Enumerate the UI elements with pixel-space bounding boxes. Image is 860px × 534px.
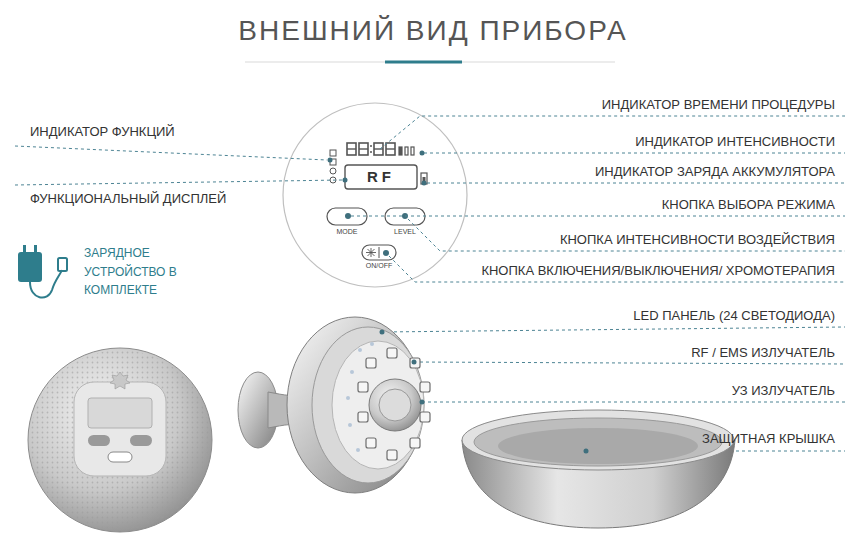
time-digits <box>347 143 395 155</box>
snow-icon <box>366 248 376 257</box>
callout-label: УЗ ИЗЛУЧАТЕЛЬ <box>732 383 835 399</box>
callout-label: КНОПКА ВЫБОРА РЕЖИМА <box>662 197 835 213</box>
zoom-circle <box>283 103 467 287</box>
display-frame <box>345 165 417 189</box>
callout-label: ЗАЩИТНАЯ КРЫШКА <box>702 431 835 447</box>
intensity-bars <box>399 147 414 155</box>
callout-dot <box>345 213 351 219</box>
callout-label: ИНДИКАТОР ЗАРЯДА АККУМУЛЯТОРА <box>595 164 835 180</box>
callout-label: LED ПАНЕЛЬ (24 СВЕТОДИОДА) <box>633 308 835 324</box>
onoff-divider <box>379 247 380 258</box>
button-label: LEVEL <box>385 228 425 236</box>
callout-dot <box>343 178 348 183</box>
protective-cap <box>462 410 735 528</box>
callout-label: КНОПКА ИНТЕНСИВНОСТИ ВОЗДЕЙСТВИЯ <box>560 232 835 248</box>
callout-dot <box>420 151 425 156</box>
mode-button <box>327 208 367 225</box>
display-text: RF <box>345 168 417 186</box>
callout-label: ИНДИКАТОР ИНТЕНСИВНОСТИ <box>635 134 835 150</box>
callout-label: RF / EMS ИЗЛУЧАТЕЛЬ <box>691 345 835 361</box>
callout-label: ИНДИКАТОР ВРЕМЕНИ ПРОЦЕДУРЫ <box>602 97 835 113</box>
button-label: MODE <box>327 228 367 236</box>
callout-dot <box>383 250 389 256</box>
button-label: ON/OFF <box>359 262 399 270</box>
charger-note: ЗАРЯДНОЕ УСТРОЙСТВО В КОМПЛЕКТЕ <box>84 244 194 300</box>
device-front <box>28 348 212 532</box>
callout-dot <box>328 158 333 163</box>
leader-lines <box>15 116 845 451</box>
callout-label: КНОПКА ВКЛЮЧЕНИЯ/ВЫКЛЮЧЕНИЯ/ ХРОМОТЕРАПИ… <box>481 263 835 279</box>
callout-label: ФУНКЦИОНАЛЬНЫЙ ДИСПЛЕЙ <box>30 191 226 207</box>
title-rule <box>245 62 615 63</box>
device-side <box>238 317 430 493</box>
title-accent <box>385 61 462 64</box>
page-title: ВНЕШНИЙ ВИД ПРИБОРА <box>3 14 860 48</box>
function-icons <box>330 150 336 183</box>
charger-icon <box>18 245 67 298</box>
callout-dot <box>422 181 427 186</box>
callout-label: ИНДИКАТОР ФУНКЦИЙ <box>30 124 175 140</box>
